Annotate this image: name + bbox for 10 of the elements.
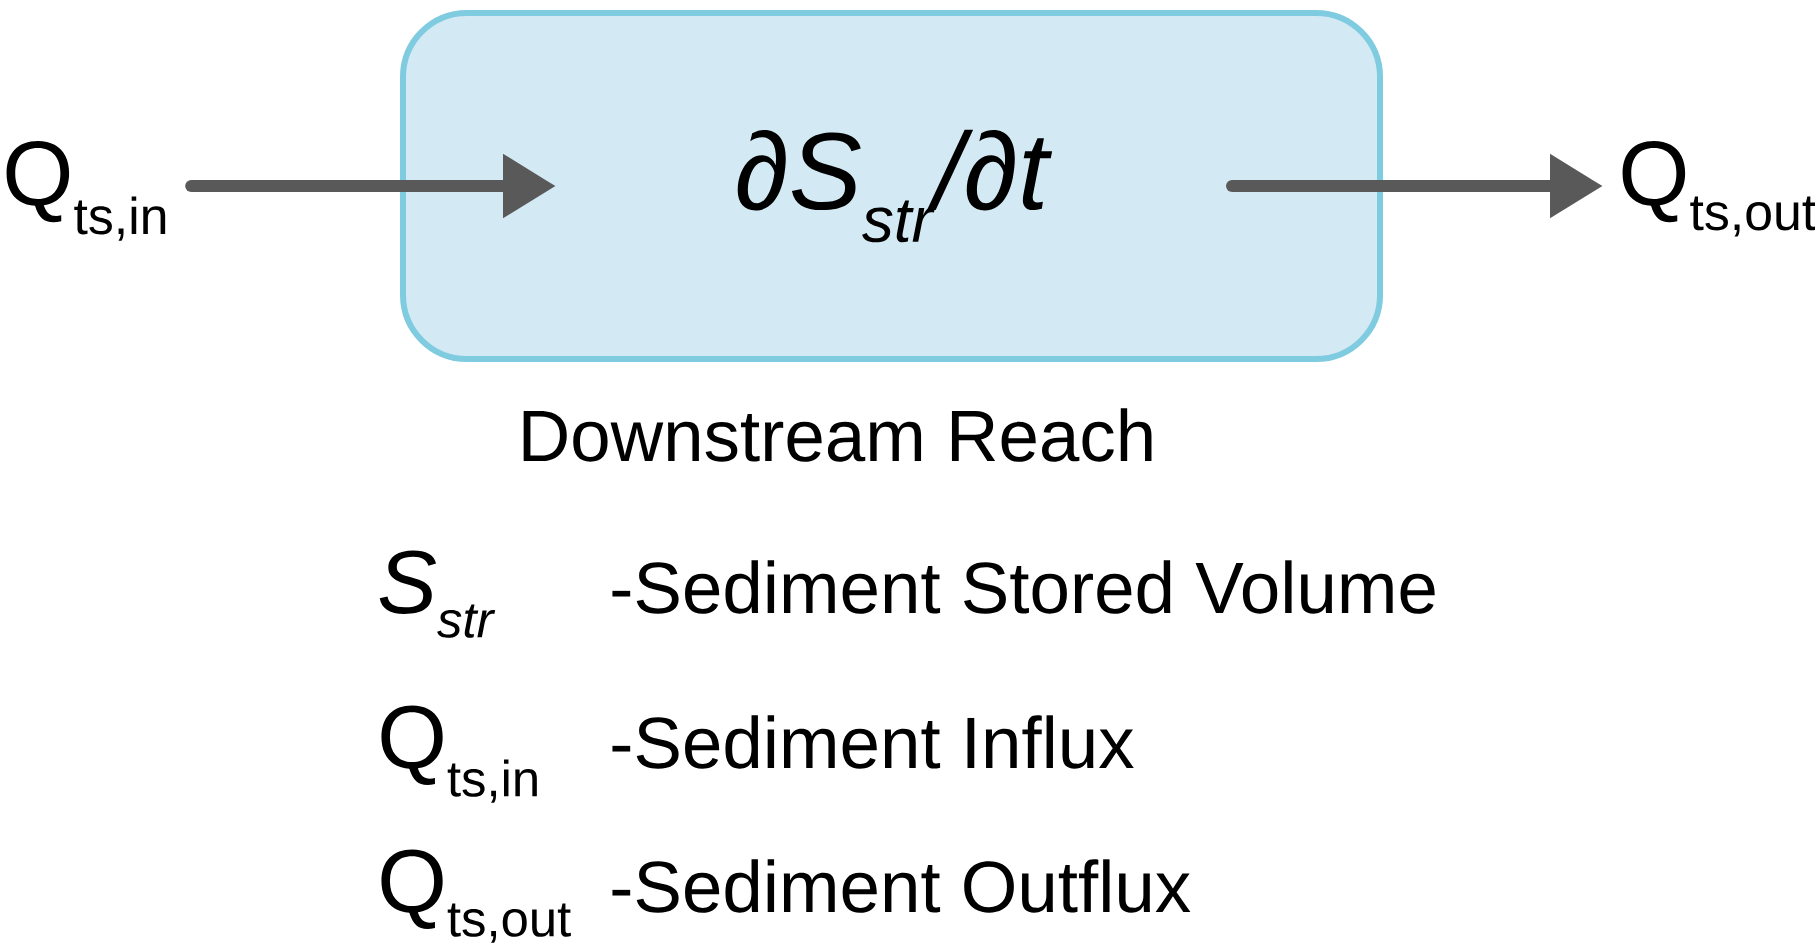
definition-text: -Sediment Outflux	[612, 859, 1191, 913]
variable-symbol: Q$_{ts,out}$	[381, 849, 571, 943]
variable-symbol: S$_{str}$	[379, 550, 496, 638]
definition-text: -Sediment Influx	[612, 715, 1134, 769]
box-caption: Downstream Reach	[523, 408, 1152, 462]
variable-label: Q$_{ts,out}$	[1622, 141, 1815, 237]
definition-text: -Sediment Stored Volume	[612, 560, 1435, 614]
variable-symbol: Q$_{ts,in}$	[381, 705, 537, 803]
variable-label: Q$_{ts,in}$	[6, 141, 166, 241]
reach-box: ∂S$_{str}$/∂t	[400, 10, 1383, 362]
